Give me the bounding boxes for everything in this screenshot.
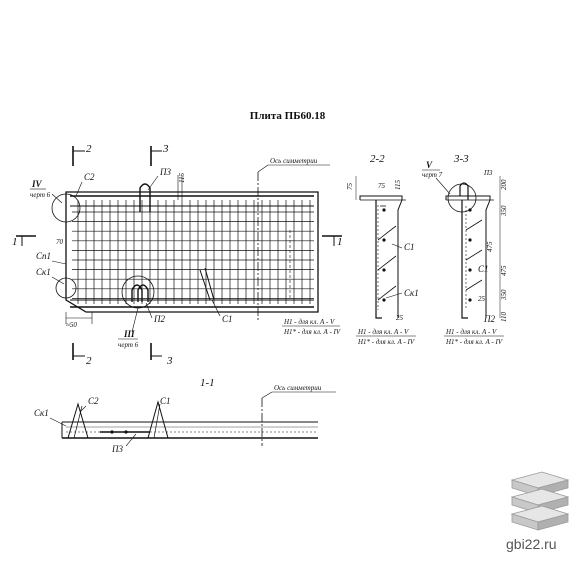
section-1-label-left: 1: [12, 236, 18, 248]
part-ck1-s11: Ск1: [34, 408, 49, 418]
section-3-label: 3: [162, 143, 169, 155]
dim-475b-s33: 475: [500, 265, 508, 276]
part-c2-s11: С2: [88, 396, 99, 406]
dim-350b-s33: 350: [500, 289, 508, 301]
symmetry-axis-label-plan: Ось симметрии: [270, 157, 318, 165]
plan-view: Ось симметрии 115 70 ≈50 IV черт 6 С2 П3: [30, 157, 341, 349]
rebar-mesh: [72, 200, 314, 304]
section-mark-3-bottom: 3: [150, 343, 173, 367]
section-2-label-bottom: 2: [86, 355, 92, 367]
drawing-title: Плита ПБ60.18: [249, 110, 326, 122]
note-n1-plan: Н1 - для кл. А - V: [283, 318, 335, 326]
part-p3-s11: П3: [111, 444, 123, 454]
symmetry-axis-label-s11: Ось симметрии: [274, 384, 322, 392]
detail-V-label: V: [426, 160, 433, 170]
note-n1-s33: Н1 - для кл. А - V: [445, 328, 497, 336]
section-3-3-title: 3-3: [453, 153, 469, 165]
dim-115-s22: 115: [394, 180, 402, 190]
section-mark-1-left: 1: [12, 235, 36, 248]
detail-III-sheet: черт 6: [118, 341, 139, 349]
note-n1-s22: Н1 - для кл. А - V: [357, 328, 409, 336]
part-c1-s22: С1: [404, 242, 415, 252]
detail-V-sheet: черт 7: [422, 171, 443, 179]
part-c1-s33: С1: [478, 264, 489, 274]
section-2-2-title: 2-2: [370, 153, 385, 165]
detail-III-label: III: [123, 329, 135, 339]
section-2-label: 2: [86, 143, 92, 155]
section-mark-2-bottom: 2: [72, 343, 92, 367]
site-logo: [510, 471, 570, 531]
section-mark-3-top: 3: [150, 143, 169, 166]
part-p2-s33: П2: [483, 314, 495, 324]
section-1-1-view: 1-1 Ось симметрии С2 С1 Ск1 П3: [34, 377, 336, 454]
dim-75-s22: 75: [346, 183, 354, 191]
detail-IV-label: IV: [31, 179, 43, 189]
section-mark-2-top: 2: [72, 143, 92, 166]
dim-75b-s22: 75: [378, 182, 386, 190]
dim-70-plan: 70: [56, 238, 64, 246]
part-p3-s33: П3: [483, 169, 493, 177]
note-n2-s22: Н1* - для кл. А - IV: [357, 338, 415, 346]
section-1-label-right: 1: [337, 236, 343, 248]
part-p2-plan: П2: [153, 314, 165, 324]
part-c2-plan: С2: [84, 172, 95, 182]
dim-115-plan: 115: [178, 173, 186, 183]
dim-475-s33: 475: [486, 241, 494, 252]
dim-110-s33: 110: [500, 312, 508, 322]
section-3-3-view: 3-3 V черт 7 П3 200 350 475 475 350 110 …: [422, 153, 508, 346]
section-2-2-view: 2-2 75 75 115 25 С1 Ск1 Н1 - для кл. А -…: [346, 153, 419, 346]
dim-200-s33: 200: [500, 179, 508, 190]
section-3-label-bottom: 3: [166, 355, 173, 367]
dim-50-plan: ≈50: [66, 321, 77, 329]
site-url[interactable]: gbi22.ru: [506, 536, 557, 552]
part-p3-plan: П3: [159, 167, 171, 177]
part-ck1-s22: Ск1: [404, 288, 419, 298]
part-cp1-plan: Сп1: [36, 251, 51, 261]
section-1-1-title: 1-1: [200, 377, 215, 389]
part-c1-s11: С1: [160, 396, 171, 406]
note-n2-s33: Н1* - для кл. А - IV: [445, 338, 503, 346]
detail-IV-sheet: черт 6: [30, 191, 51, 199]
dim-350-s33: 350: [500, 205, 508, 217]
dim-25-s22: 25: [396, 314, 404, 322]
section-mark-1-right: 1: [322, 235, 343, 248]
part-c1-plan: С1: [222, 314, 233, 324]
dim-25-s33: 25: [478, 295, 486, 303]
note-n2-plan: Н1* - для кл. А - IV: [283, 328, 341, 336]
part-ck1-plan: Ск1: [36, 267, 51, 277]
